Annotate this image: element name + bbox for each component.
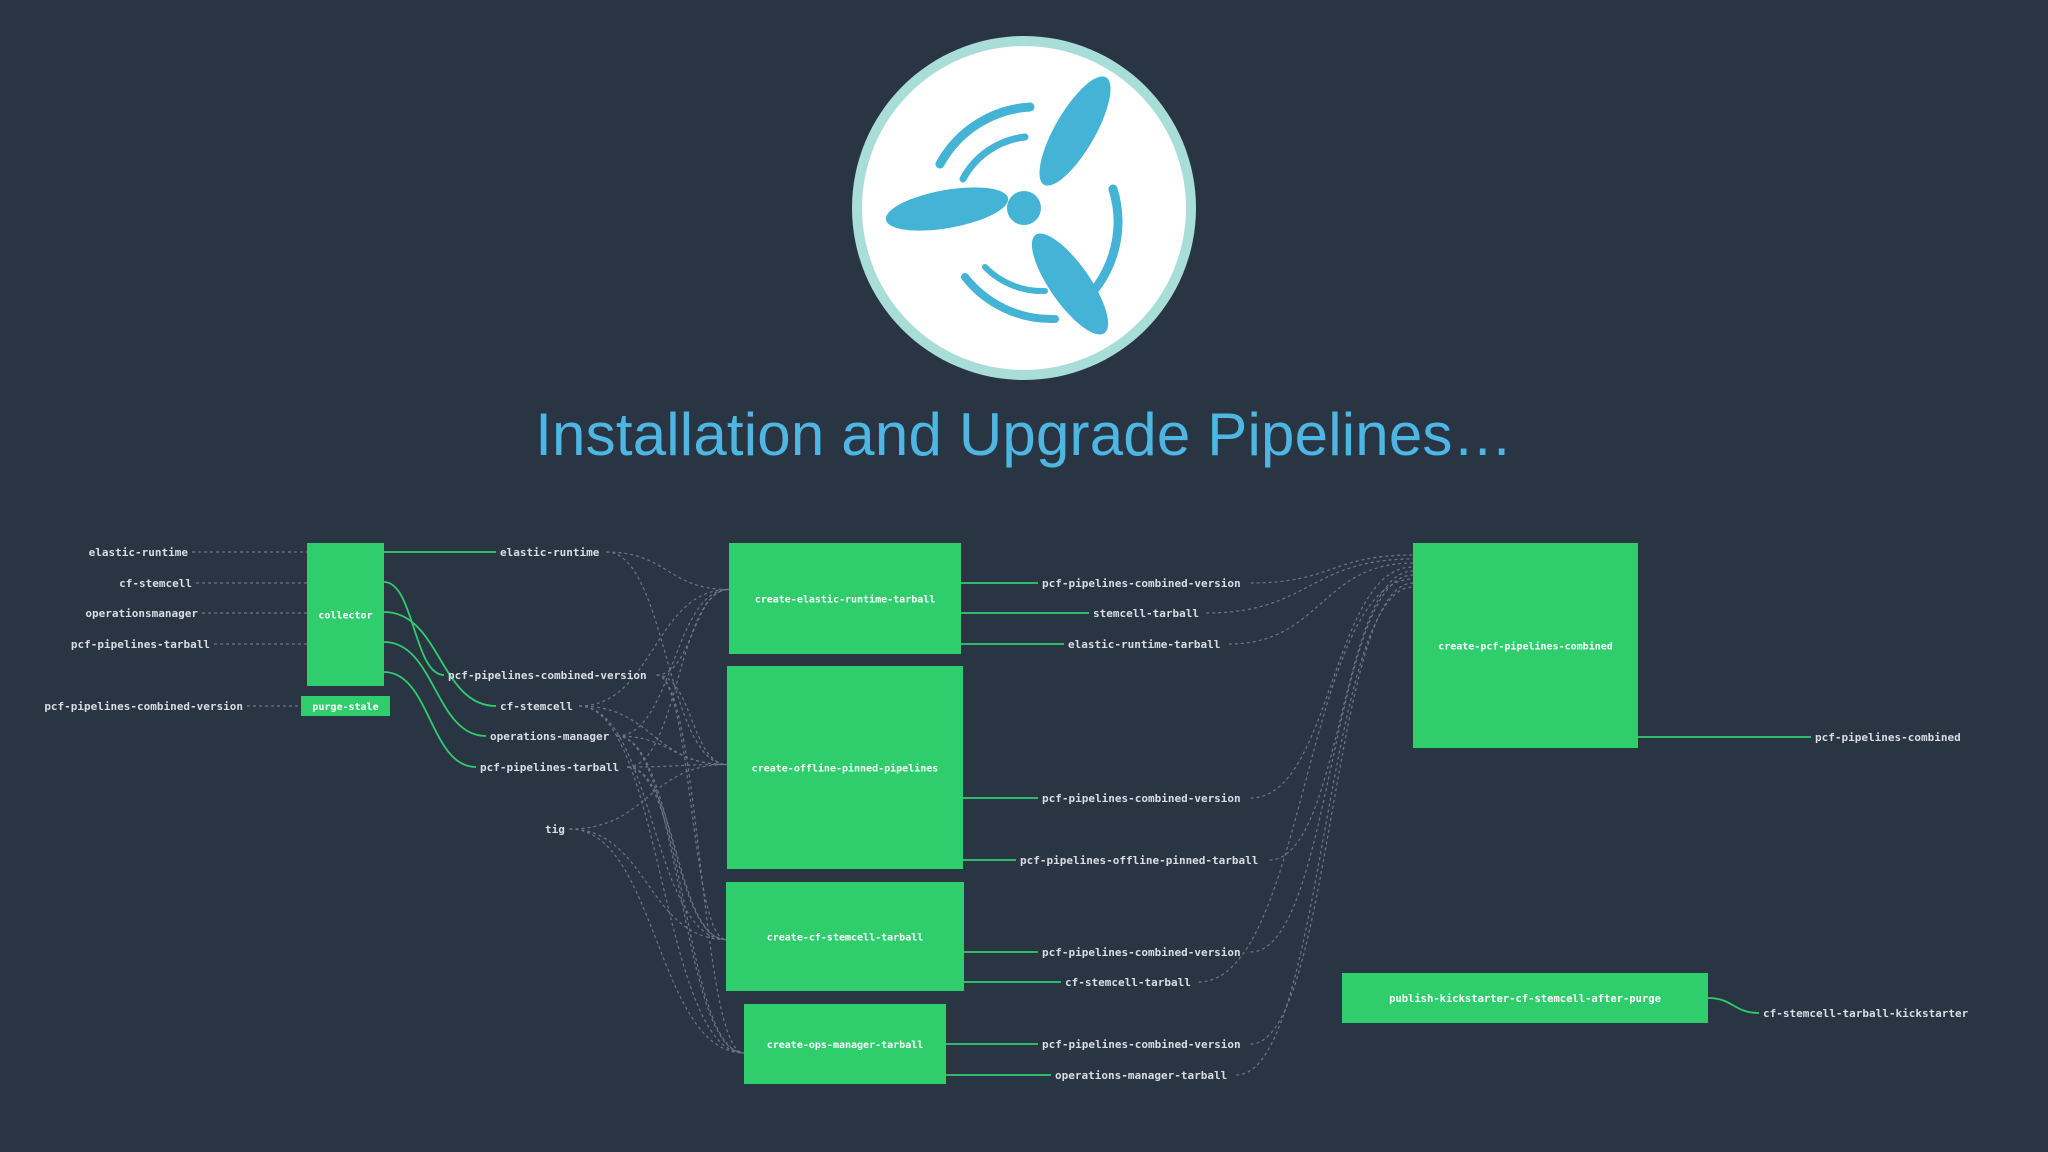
edge-dashed — [616, 588, 730, 737]
resource-combined-version-3[interactable]: pcf-pipelines-combined-version — [1042, 946, 1241, 959]
edge-solid — [383, 581, 445, 676]
pipeline-edges — [192, 551, 1811, 1076]
resource-ops-mgr-tarball[interactable]: operations-manager-tarball — [1055, 1069, 1227, 1082]
job-collector[interactable]: collector — [307, 543, 384, 686]
job-label: create-ops-manager-tarball — [767, 1040, 924, 1051]
edge-dashed — [569, 763, 728, 830]
concourse-logo — [852, 36, 1196, 380]
edge-dashed — [656, 674, 745, 1054]
edge-solid — [1707, 997, 1760, 1014]
edge-dashed — [656, 674, 727, 941]
job-box[interactable] — [744, 1004, 946, 1084]
resource-combined-version-1[interactable]: pcf-pipelines-combined-version — [1042, 577, 1241, 590]
job-create-combined[interactable]: create-pcf-pipelines-combined — [1413, 543, 1638, 748]
resource-pcf-tarball-mid[interactable]: pcf-pipelines-tarball — [480, 761, 619, 774]
resource-stemcell-tarball[interactable]: stemcell-tarball — [1093, 607, 1199, 620]
slide-title: Installation and Upgrade Pipelines… — [535, 401, 1513, 468]
resource-cf-tile-in[interactable]: cf-stemcell — [119, 577, 192, 590]
job-box[interactable] — [307, 543, 384, 686]
edge-dashed — [579, 588, 730, 707]
job-box[interactable] — [729, 543, 961, 654]
edge-dashed — [579, 705, 727, 941]
resource-elastic-runtime-tarball[interactable]: elastic-runtime-tarball — [1068, 638, 1220, 651]
pipeline-nodes: collector purge-stale create-elastic-runti… — [44, 543, 1969, 1084]
job-create-offline[interactable]: create-offline-pinned-pipelines — [727, 666, 963, 869]
job-create-ert-tarball[interactable]: create-elastic-runtime-tarball — [729, 543, 961, 654]
resource-combined-version-in[interactable]: pcf-pipelines-combined-version — [44, 700, 243, 713]
job-box[interactable] — [727, 666, 963, 869]
job-label: create-elastic-runtime-tarball — [755, 594, 936, 606]
edge-dashed — [1250, 566, 1414, 799]
edge-dashed — [569, 828, 745, 1054]
edge-dashed — [606, 551, 730, 591]
edge-dashed — [1250, 574, 1414, 953]
resource-cf-tarball-kickstarter[interactable]: cf-stemcell-tarball-kickstarter — [1763, 1007, 1969, 1020]
resource-tig[interactable]: tig — [545, 823, 565, 836]
edge-dashed — [1269, 570, 1414, 861]
job-box[interactable] — [1413, 543, 1638, 748]
job-label: publish-kickstarter-cf-stemcell-after-pu… — [1389, 993, 1661, 1005]
resource-cf-stemcell-mid[interactable]: cf-stemcell — [500, 700, 573, 713]
edge-dashed — [1198, 578, 1414, 983]
job-box[interactable] — [726, 882, 964, 991]
edge-dashed — [569, 828, 727, 941]
job-box[interactable] — [1342, 973, 1708, 1023]
resource-elastic-runtime-out[interactable]: elastic-runtime — [500, 546, 600, 559]
edge-dashed — [1236, 586, 1414, 1076]
resource-elastic-runtime-in[interactable]: elastic-runtime — [89, 546, 189, 559]
edge-dashed — [627, 766, 745, 1054]
resource-ops-mgr-mid[interactable]: operations-manager — [490, 730, 610, 743]
edge-dashed — [579, 705, 745, 1054]
edge-dashed — [1206, 558, 1414, 614]
resource-ops-mgr-in[interactable]: operationsmanager — [85, 607, 198, 620]
edge-dashed — [1250, 582, 1414, 1045]
resource-combined-version-mid[interactable]: pcf-pipelines-combined-version — [448, 669, 647, 682]
job-label: collector — [318, 611, 372, 622]
edge-dashed — [1250, 554, 1414, 584]
edge-dashed — [627, 763, 728, 768]
job-create-stemcell[interactable]: create-cf-stemcell-tarball — [726, 882, 964, 991]
edge-solid — [383, 671, 477, 768]
job-purge[interactable]: purge-stale — [301, 696, 390, 716]
edge-solid — [383, 641, 487, 737]
job-label: create-pcf-pipelines-combined — [1438, 641, 1613, 653]
resource-pcf-combined[interactable]: pcf-pipelines-combined — [1815, 731, 1961, 744]
job-publish[interactable]: publish-kickstarter-cf-stemcell-after-pu… — [1342, 973, 1708, 1023]
edge-dashed — [606, 551, 728, 766]
resource-offline-tarball[interactable]: pcf-pipelines-offline-pinned-tarball — [1020, 854, 1258, 867]
job-label: purge-stale — [312, 702, 378, 713]
job-create-ops-mgr[interactable]: create-ops-manager-tarball — [744, 1004, 946, 1084]
edge-dashed — [616, 735, 728, 766]
edge-dashed — [627, 766, 727, 941]
resource-cf-stemcell-tarball[interactable]: cf-stemcell-tarball — [1065, 976, 1191, 989]
resource-pcf-tarball-in[interactable]: pcf-pipelines-tarball — [71, 638, 210, 651]
job-label: create-cf-stemcell-tarball — [767, 933, 924, 944]
job-box[interactable] — [301, 696, 390, 716]
resource-combined-version-4[interactable]: pcf-pipelines-combined-version — [1042, 1038, 1241, 1051]
job-label: create-offline-pinned-pipelines — [752, 763, 939, 775]
edge-dashed — [627, 588, 730, 768]
resource-combined-version-2[interactable]: pcf-pipelines-combined-version — [1042, 792, 1241, 805]
edge-dashed — [656, 674, 728, 766]
edge-solid — [383, 611, 497, 707]
concourse-propeller-icon — [885, 76, 1123, 335]
edge-dashed — [1228, 562, 1414, 645]
edge-dashed — [616, 735, 727, 941]
edge-dashed — [616, 735, 745, 1054]
